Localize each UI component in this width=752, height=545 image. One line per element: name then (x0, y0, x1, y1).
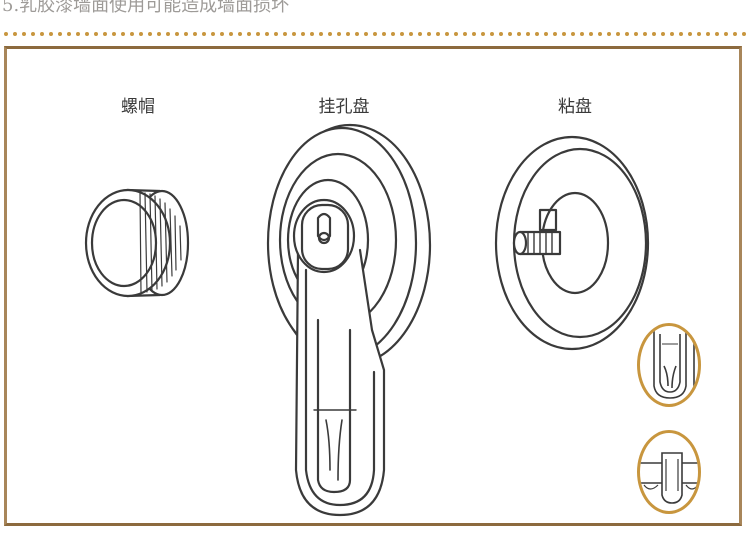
hook-detail-icon (653, 326, 695, 404)
screw-cap-label: 螺帽 (121, 97, 155, 117)
detail-view-top (637, 323, 701, 407)
clip-detail-icon (640, 452, 698, 504)
top-caption: 5.乳胶漆墙面使用可能造成墙面损坏 (2, 0, 290, 16)
sticky-plate-label: 粘盘 (558, 97, 592, 117)
hang-plate-label: 挂孔盘 (318, 97, 370, 117)
detail-view-bottom (637, 430, 701, 514)
sticky-plate-icon (494, 135, 650, 351)
screw-cap-icon (84, 188, 190, 298)
dotted-divider (4, 32, 750, 36)
hang-plate-icon (266, 123, 432, 517)
